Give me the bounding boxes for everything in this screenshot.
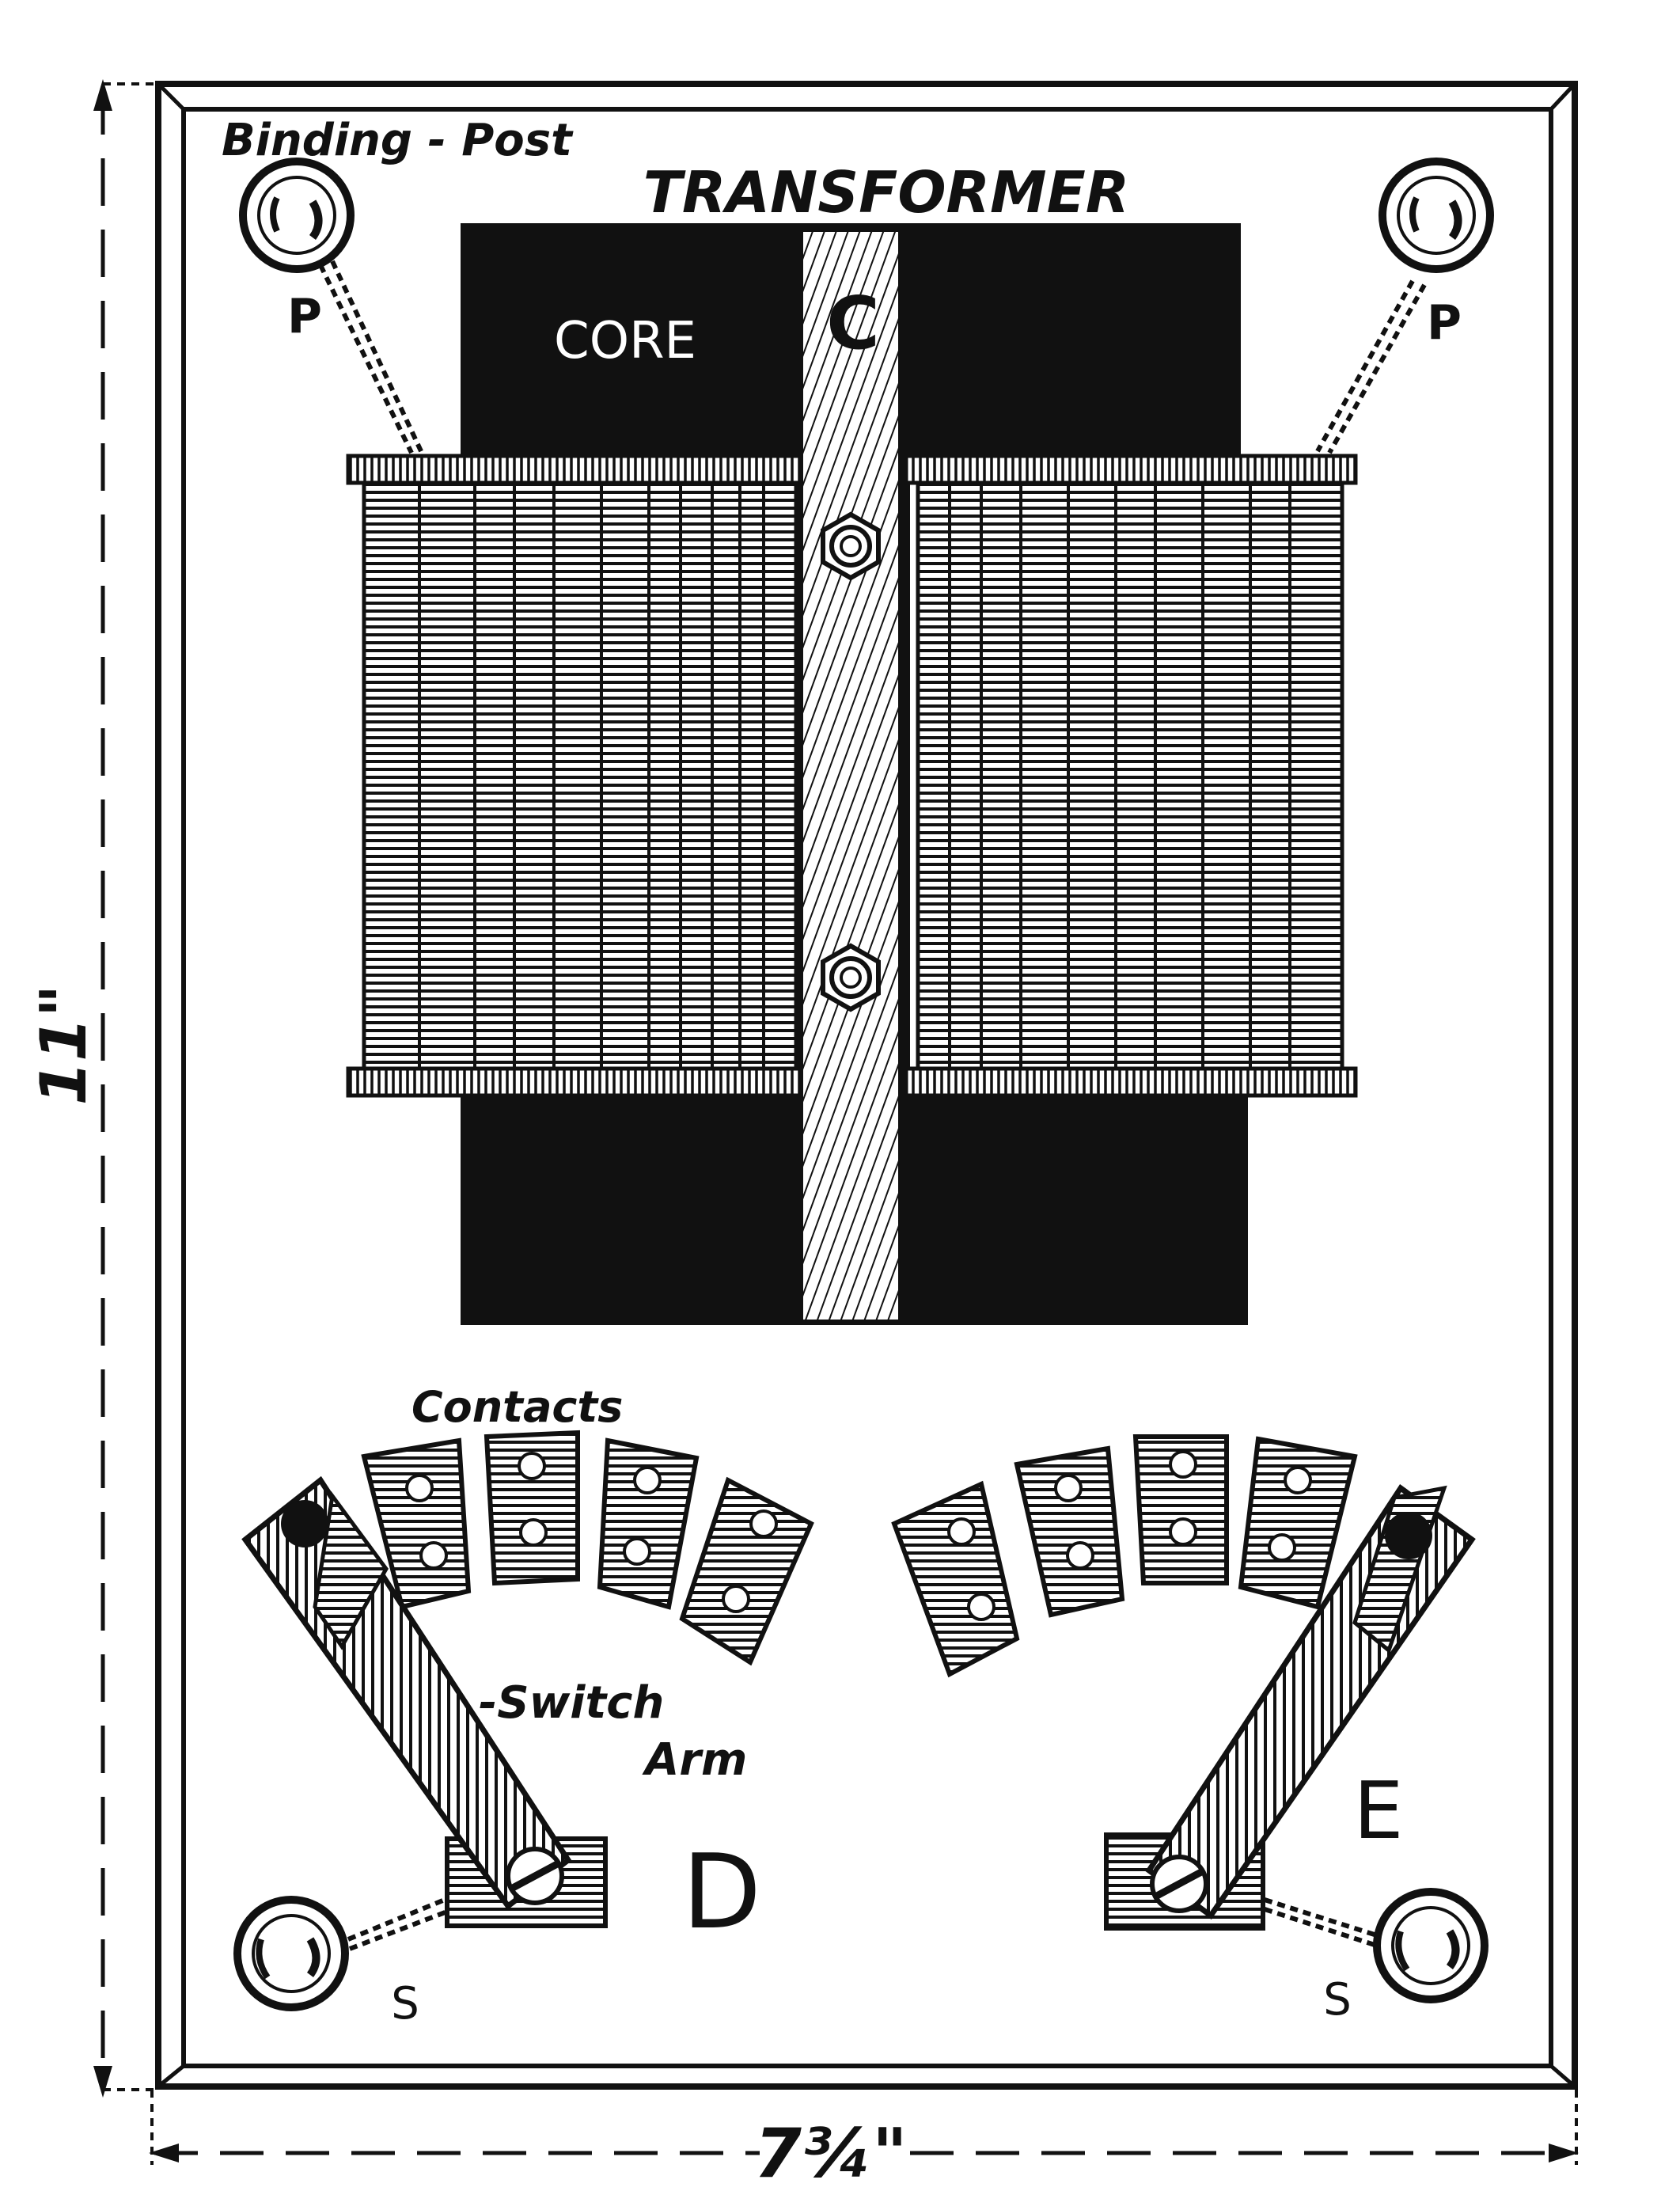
binding-post-secondary-right	[1373, 1888, 1488, 2003]
switch-right-label-e: E	[1353, 1764, 1403, 1857]
clamp-bolt-upper	[821, 511, 881, 581]
contact-right-1	[891, 1480, 1020, 1678]
contact-right-2	[1014, 1445, 1125, 1618]
arm-label: Arm	[642, 1734, 747, 1786]
binding-post-primary-left	[239, 158, 355, 273]
contact-left-1	[361, 1437, 472, 1610]
coil-right	[904, 454, 1358, 1098]
base-board	[155, 81, 1578, 2090]
contact-left-4	[679, 1476, 814, 1666]
core-label: CORE	[554, 312, 696, 370]
contact-left-3	[597, 1437, 700, 1610]
binding-post-label: Binding - Post	[222, 115, 574, 166]
contacts-label: Contacts	[411, 1382, 623, 1432]
center-clamp-strip	[798, 227, 903, 1324]
height-dimension-line	[93, 79, 158, 2098]
clamp-bolt-lower	[821, 943, 881, 1012]
primary-lead-wires	[318, 260, 1427, 454]
secondary-left-label: S	[391, 1978, 419, 2030]
binding-post-primary-right	[1379, 158, 1494, 273]
contact-right-4	[1238, 1436, 1358, 1610]
secondary-lead-wires	[347, 1897, 1378, 1951]
transformer-title: TRANSFORMER	[643, 159, 1130, 226]
height-dimension-label: 11"	[27, 984, 100, 1105]
switch-left-label-d: D	[682, 1832, 761, 1952]
contact-left-2	[484, 1430, 580, 1586]
switch-label: -Switch	[479, 1677, 664, 1729]
width-dimension-line	[149, 2090, 1579, 2165]
switch-arm-right[interactable]	[1145, 1484, 1476, 1920]
primary-left-label: P	[287, 289, 322, 344]
contacts-left	[361, 1430, 814, 1666]
center-strip-label-c: C	[826, 281, 880, 366]
contact-right-3	[1132, 1434, 1229, 1585]
switch-arm-left[interactable]	[241, 1475, 572, 1910]
primary-right-label: P	[1427, 295, 1462, 351]
binding-post-secondary-left	[233, 1896, 349, 2011]
contacts-right	[891, 1434, 1358, 1678]
width-dimension-label: 7¾"	[754, 2114, 908, 2193]
secondary-right-label: S	[1323, 1974, 1352, 2026]
coil-left	[346, 454, 814, 1098]
